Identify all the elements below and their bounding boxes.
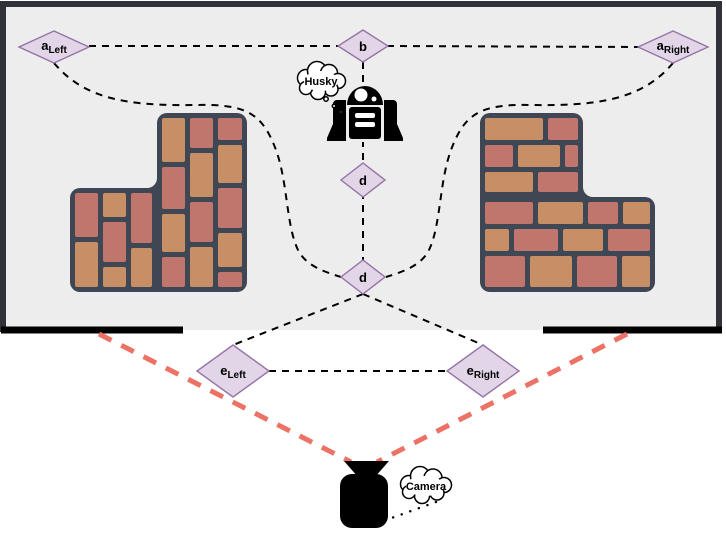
robot-eye [354,88,368,102]
node-e-left-label: eLeft [220,363,246,381]
node-a-right [636,30,710,64]
thought-dot [339,110,343,114]
camera-body [340,474,388,528]
brick-wall-left-icon [70,113,247,292]
node-e-left [195,344,271,398]
robot-vent-1 [355,113,375,118]
camera-icon [340,461,389,528]
husky-label: Husky [304,76,338,88]
node-e-right [445,344,521,398]
edge-aleft-d-curve [53,62,342,278]
camera-lens [344,461,389,477]
node-a-right-label: aRight [657,38,690,56]
edge-d-eleft [232,293,364,346]
brick-wall-right-icon [480,113,655,292]
robot-leg-right [384,100,403,141]
thought-dot [331,103,337,109]
robot-vent-2 [355,122,375,127]
brick-pattern [485,118,650,287]
node-e-right-label: eRight [467,363,500,381]
brick-pattern [75,118,242,287]
cloud-body [304,71,338,91]
camera-bubble: Camera [359,465,453,531]
edge-b-aright [386,45,641,48]
node-d-lower-label: d [359,270,367,285]
thought-dot [323,96,329,102]
camera-label: Camera [406,481,447,493]
robot-droid-icon [327,84,403,142]
husky-bubble: Husky [296,60,347,114]
fov-line-right [375,331,629,465]
waypoints-outside: eLeft eRight [195,344,521,398]
fov-line-left [97,331,353,465]
node-a-left-label: aLeft [41,38,67,56]
node-a-left [17,30,91,64]
waypoints: aLeft b aRight d d [17,29,710,295]
cloud-body [406,476,444,496]
node-d-upper-label: d [359,173,367,188]
edge-aright-d-curve [385,62,674,278]
edge-d-eright [362,293,484,346]
robot-sensor [371,96,377,102]
node-b-label: b [359,39,367,54]
node-d-upper [339,162,387,198]
node-b [336,29,390,63]
room-border [0,1,722,332]
node-d-lower [339,259,387,295]
